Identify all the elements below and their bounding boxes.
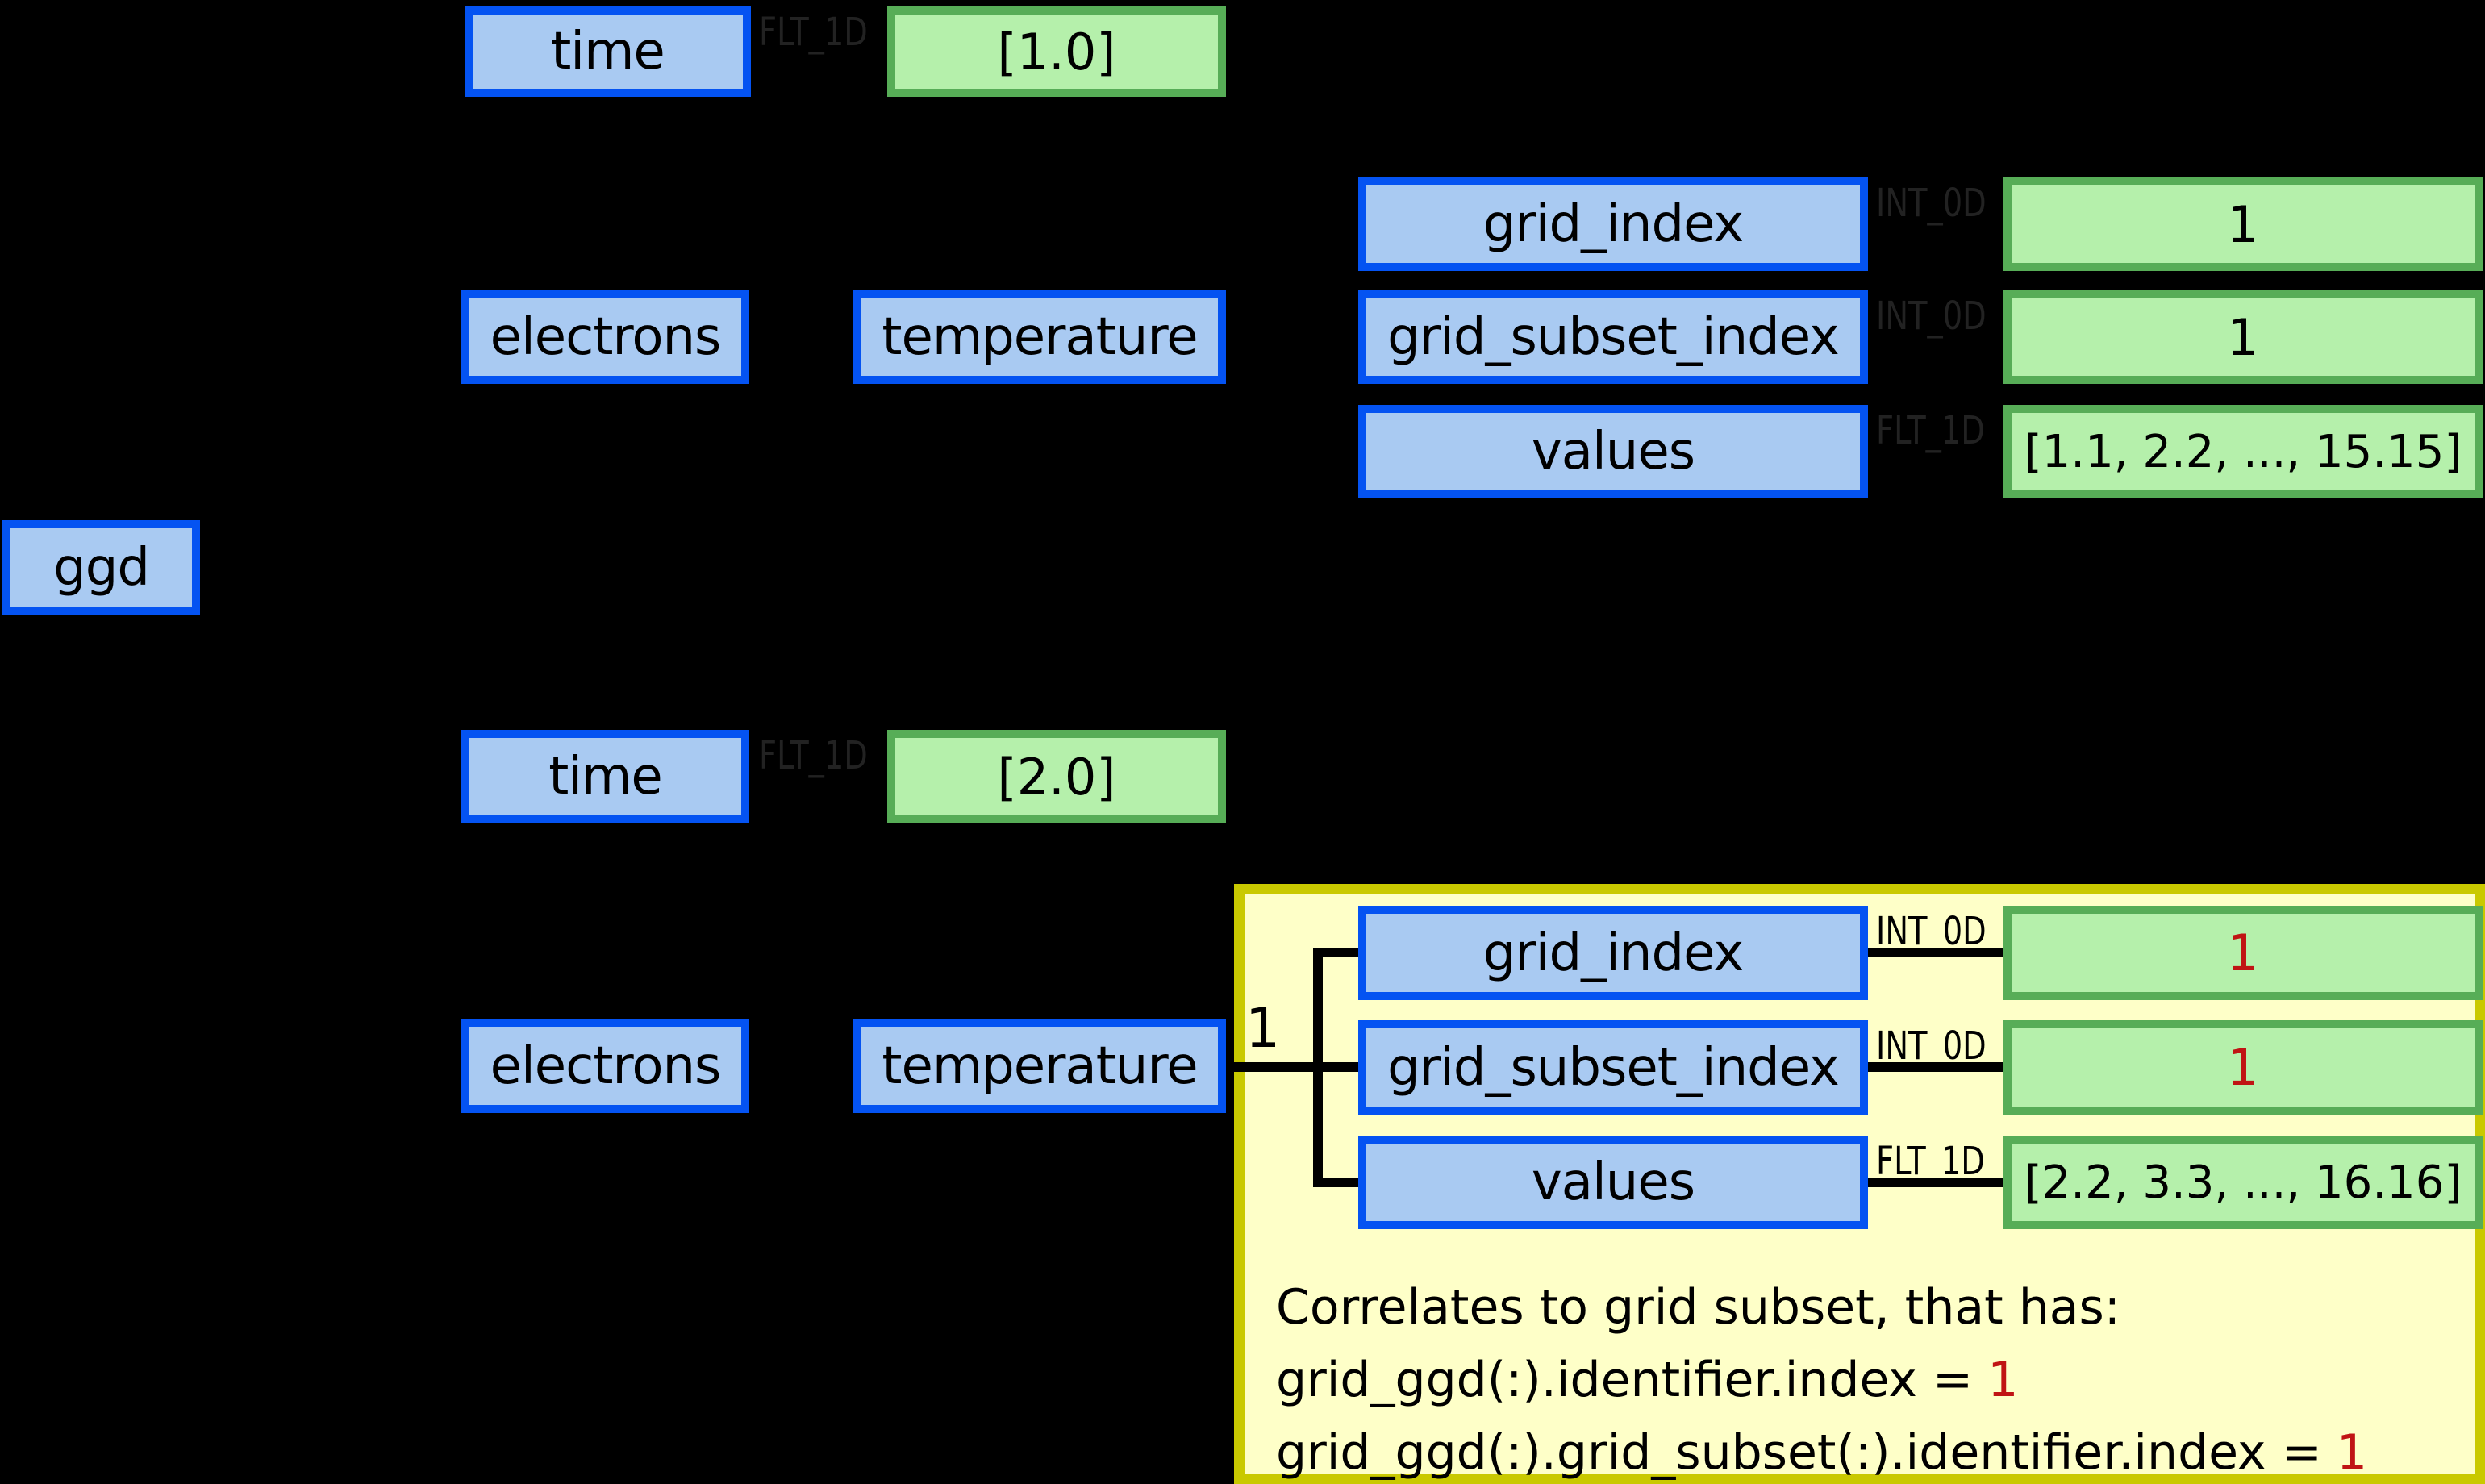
connector-line	[1313, 948, 1358, 957]
annotation-line-2: grid_ggd(:).identifier.index =1	[1276, 1352, 2019, 1408]
connector-line	[1868, 948, 2003, 957]
connector-line	[1226, 1062, 1358, 1072]
node-grid-index-slice2: grid_index	[1358, 906, 1868, 1000]
value-box-grid-index-slice2: 1	[2003, 906, 2483, 1000]
value-box-time-slice1: [1.0]	[887, 6, 1226, 97]
node-values-slice1: values	[1358, 405, 1868, 498]
node-values-slice2: values	[1358, 1136, 1868, 1229]
connector-line	[1868, 447, 2003, 456]
connector-line	[1313, 219, 1358, 229]
type-label-flt1d: FLT_1D	[1876, 1139, 1985, 1184]
type-label-flt1d: FLT_1D	[1876, 408, 1985, 453]
node-electrons-slice1: electrons	[461, 290, 749, 384]
node-time-slice1: time	[465, 6, 751, 97]
connector-line	[1868, 1062, 2003, 1072]
connector-line	[1226, 332, 1358, 342]
annotation-red-value: 1	[2336, 1424, 2368, 1481]
node-ggd: ggd	[2, 520, 200, 615]
type-label-int0d: INT_0D	[1876, 909, 1987, 954]
node-temperature-slice1: temperature	[853, 290, 1226, 384]
value-box-time-slice2: [2.0]	[887, 730, 1226, 823]
type-label-flt1d: FLT_1D	[759, 10, 868, 55]
occurrence-label: 1	[1245, 997, 1281, 1061]
type-label-int0d: INT_0D	[1876, 294, 1987, 339]
value-box-grid-subset-index-slice1: 1	[2003, 290, 2483, 384]
connector-line	[749, 772, 887, 782]
node-grid-subset-index-slice2: grid_subset_index	[1358, 1020, 1868, 1115]
connector-line	[1868, 219, 2003, 229]
annotation-red-value: 1	[1987, 1352, 2019, 1408]
type-label-flt1d: FLT_1D	[759, 733, 868, 778]
value-box-grid-index-slice1: 1	[2003, 177, 2483, 271]
value-box-grid-subset-index-slice2: 1	[2003, 1020, 2483, 1115]
node-time-slice2: time	[461, 730, 749, 823]
connector-line	[200, 563, 245, 573]
annotation-line-1: Correlates to grid subset, that has:	[1276, 1279, 2120, 1336]
node-grid-index-slice1: grid_index	[1358, 177, 1868, 271]
annotation-line-3: grid_ggd(:).grid_subset(:).identifier.in…	[1276, 1424, 2368, 1481]
value-box-values-slice1: [1.1, 2.2, ..., 15.15]	[2003, 405, 2483, 498]
connector-line	[751, 47, 887, 56]
annotation: Correlates to grid subset, that has: gri…	[1276, 1271, 2367, 1484]
node-grid-subset-index-slice1: grid_subset_index	[1358, 290, 1868, 384]
value-box-values-slice2: [2.2, 3.3, ..., 16.16]	[2003, 1136, 2483, 1229]
connector-line	[1868, 332, 2003, 342]
connector-line	[1313, 1178, 1358, 1187]
connector-line	[1313, 447, 1358, 456]
type-label-int0d: INT_0D	[1876, 181, 1987, 226]
connector-line	[1868, 1178, 2003, 1187]
type-label-int0d: INT_0D	[1876, 1023, 1987, 1069]
node-temperature-slice2: temperature	[853, 1019, 1226, 1113]
node-electrons-slice2: electrons	[461, 1019, 749, 1113]
